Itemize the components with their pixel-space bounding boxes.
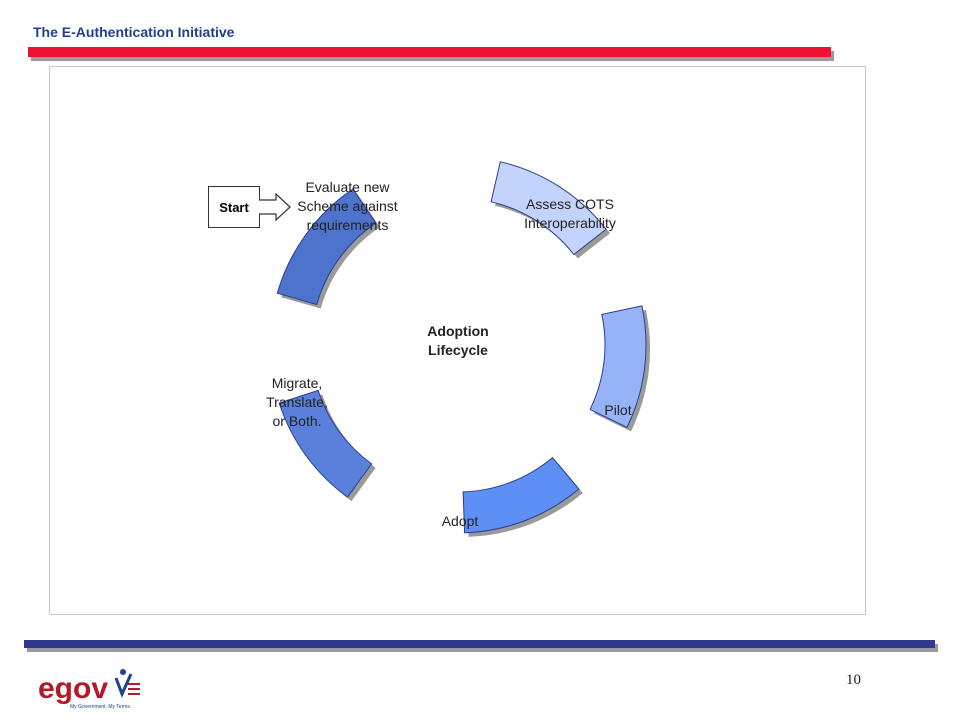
center-label: Adoption Lifecycle [408, 322, 508, 360]
diagram-frame [49, 66, 866, 615]
stage-label-line: or Both. [272, 413, 322, 429]
stage-segment-evaluate [276, 188, 377, 306]
center-label-line: Lifecycle [428, 342, 488, 358]
egov-logo: egov My Government. My Terms. [38, 669, 140, 710]
stage-label-line: Migrate, [271, 375, 323, 391]
center-label-line: Adoption [427, 323, 489, 339]
start-label: Start [219, 199, 249, 215]
stage-label-assess: Assess COTS Interoperability [500, 195, 640, 233]
stage-label-line: Pilot [604, 402, 632, 418]
stage-segment-assess [490, 161, 607, 256]
stage-label-line: Scheme against [297, 198, 398, 214]
start-arrow-icon [259, 193, 291, 222]
page-title: The E-Authentication Initiative [33, 24, 235, 40]
stage-label-line: Adopt [441, 513, 479, 529]
page-number: 10 [846, 672, 861, 688]
start-box: Start [208, 186, 260, 228]
stage-label-line: Interoperability [524, 215, 616, 231]
stage-label-migrate: Migrate, Translate, or Both. [244, 374, 350, 431]
stage-label-pilot: Pilot [588, 401, 648, 420]
logo-wordmark: egov [38, 672, 108, 705]
header-red-bar [28, 47, 831, 57]
stage-label-line: Translate, [266, 394, 328, 410]
stage-segment-pilot [589, 305, 647, 429]
stage-label-line: Assess COTS [526, 196, 614, 212]
footer-blue-bar [24, 640, 935, 648]
stage-label-line: Evaluate new [305, 179, 390, 195]
stage-label-line: requirements [306, 217, 389, 233]
stage-label-adopt: Adopt [425, 512, 495, 531]
blue-bar-shadow [27, 644, 938, 652]
stage-label-evaluate: Evaluate new Scheme against requirements [275, 178, 420, 235]
stage-segment-adopt [462, 456, 580, 534]
logo-tagline: My Government. My Terms. [70, 704, 131, 710]
stage-segment-migrate [278, 389, 373, 498]
